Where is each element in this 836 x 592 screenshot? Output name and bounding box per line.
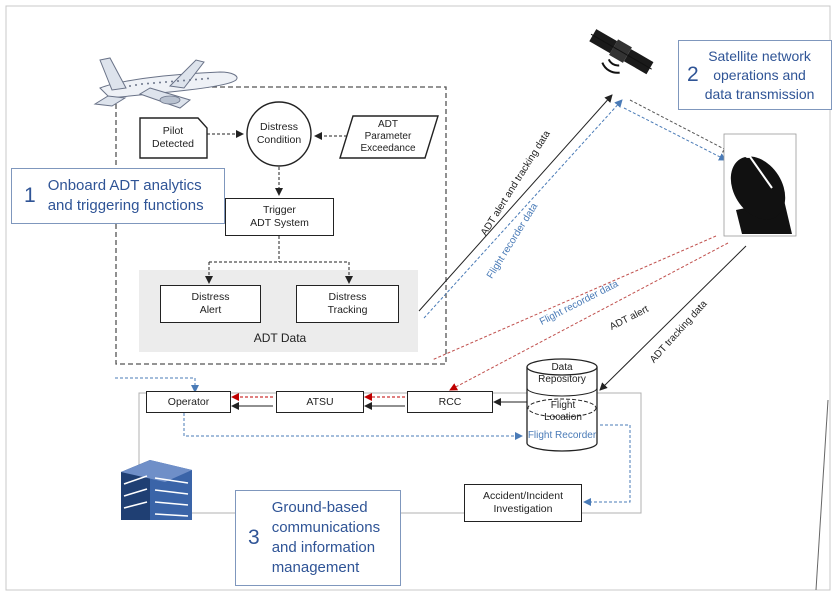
callout-ground-based: 3 Ground-based communications and inform… [235,490,401,586]
callout-text: Onboard ADT analytics and triggering fun… [47,177,204,214]
airplane-icon [93,57,238,109]
flight-recorder-label: Flight Recorder [527,429,597,441]
adt-parameter-exceedance-node [339,115,439,159]
callout-text: Ground-based communications and informat… [271,499,381,576]
pilot-detected-node [139,117,208,159]
distress-tracking-node: Distress Tracking [296,285,399,323]
distress-condition-node [246,101,312,167]
callout-onboard-analytics: 1 Onboard ADT analytics and triggering f… [11,168,225,224]
callout-number: 1 [24,184,36,207]
satellite-dish-icon [723,133,797,237]
trigger-adt-system-node: Trigger ADT System [225,198,334,236]
rcc-node: RCC [407,391,493,413]
office-building-icon [121,460,192,520]
flight-location-label: Flight Location [544,400,582,423]
distress-alert-node: Distress Alert [160,285,261,323]
adt-parameter-exceedance-label: ADT Parameter Exceedance [360,119,416,154]
data-repository-label: Data Repository [538,362,586,385]
onboard-system-boundary [115,86,447,365]
pilot-detected-label: Pilot Detected [151,125,195,150]
data-repository-cylinder [526,358,598,452]
adt-data-label: ADT Data [253,330,307,345]
operator-node: Operator [146,391,231,413]
callout-number: 3 [248,526,260,549]
atsu-node: ATSU [276,391,364,413]
distress-condition-label: Distress Condition [256,121,302,146]
satellite-icon [589,29,654,75]
callout-text: Satellite network operations and data tr… [704,47,815,102]
callout-number: 2 [687,63,699,86]
accident-investigation-node: Accident/Incident Investigation [464,484,582,522]
callout-satellite-network: 2 Satellite network operations and data … [678,40,832,110]
